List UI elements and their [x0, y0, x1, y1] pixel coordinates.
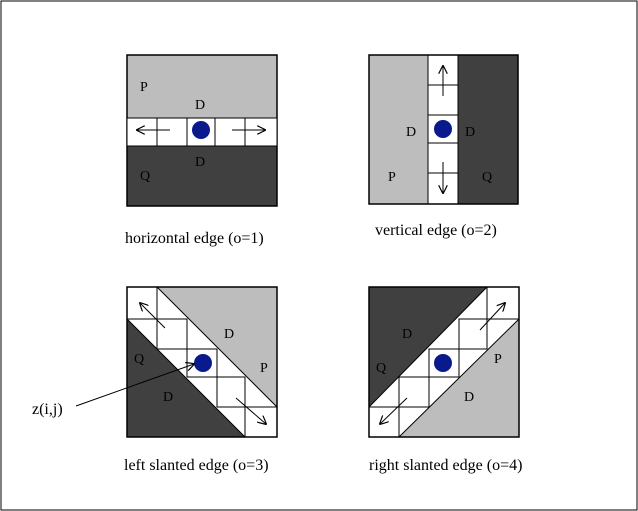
caption-vertical: vertical edge (o=2): [375, 222, 497, 239]
panel-border: [368, 286, 520, 438]
panel-right-slanted-edge: D Q P D right slanted edge (o=4): [368, 286, 522, 474]
center-pixel-dot: [194, 354, 212, 372]
caption-horizontal: horizontal edge (o=1): [125, 230, 264, 247]
arrow-up-left: [140, 303, 166, 329]
label-q: Q: [140, 169, 150, 184]
label-q: Q: [376, 361, 386, 376]
arrow-down-right: [235, 397, 266, 424]
region-p-light: [369, 55, 428, 204]
label-p: P: [388, 170, 396, 185]
label-d-bottom: D: [195, 155, 205, 170]
label-q: Q: [134, 352, 144, 367]
panel-left-slanted-edge: D P Q D z(i,j) left slanted edge (o=3): [32, 286, 278, 474]
diagonal-cell-grid: [126, 286, 278, 438]
row-cell-dividers: [156, 118, 246, 146]
label-d-top: D: [402, 327, 412, 342]
region-q-dark: [127, 146, 277, 206]
region-q-dark: [458, 55, 518, 204]
center-pixel-dot: [192, 121, 210, 139]
label-d-right: D: [465, 125, 475, 140]
panel-border: [368, 54, 519, 205]
label-d-bottom: D: [163, 390, 173, 405]
label-q: Q: [482, 170, 492, 185]
label-p: P: [140, 80, 148, 95]
panel-vertical-edge: D D P Q vertical edge (o=2): [368, 54, 519, 239]
label-d-top: D: [224, 327, 234, 342]
caption-left-slanted: left slanted edge (o=3): [124, 457, 269, 474]
label-d-top: D: [195, 98, 205, 113]
label-p: P: [494, 352, 502, 367]
label-p: P: [260, 361, 268, 376]
center-pixel-dot: [434, 354, 452, 372]
pointer-label-z: z(i,j): [32, 401, 63, 418]
diagonal-cell-grid: [368, 286, 520, 438]
center-pixel-dot: [434, 120, 452, 138]
label-d-bottom: D: [464, 390, 474, 405]
panel-border: [126, 286, 278, 438]
pointer-line: [75, 364, 194, 407]
caption-right-slanted: right slanted edge (o=4): [369, 457, 522, 474]
arrow-up-right: [479, 303, 505, 331]
label-d-left: D: [406, 125, 416, 140]
panel-horizontal-edge: P D D Q horizontal edge (o=1): [125, 54, 278, 247]
region-p-light: [127, 55, 277, 118]
arrow-down-left: [380, 397, 408, 424]
